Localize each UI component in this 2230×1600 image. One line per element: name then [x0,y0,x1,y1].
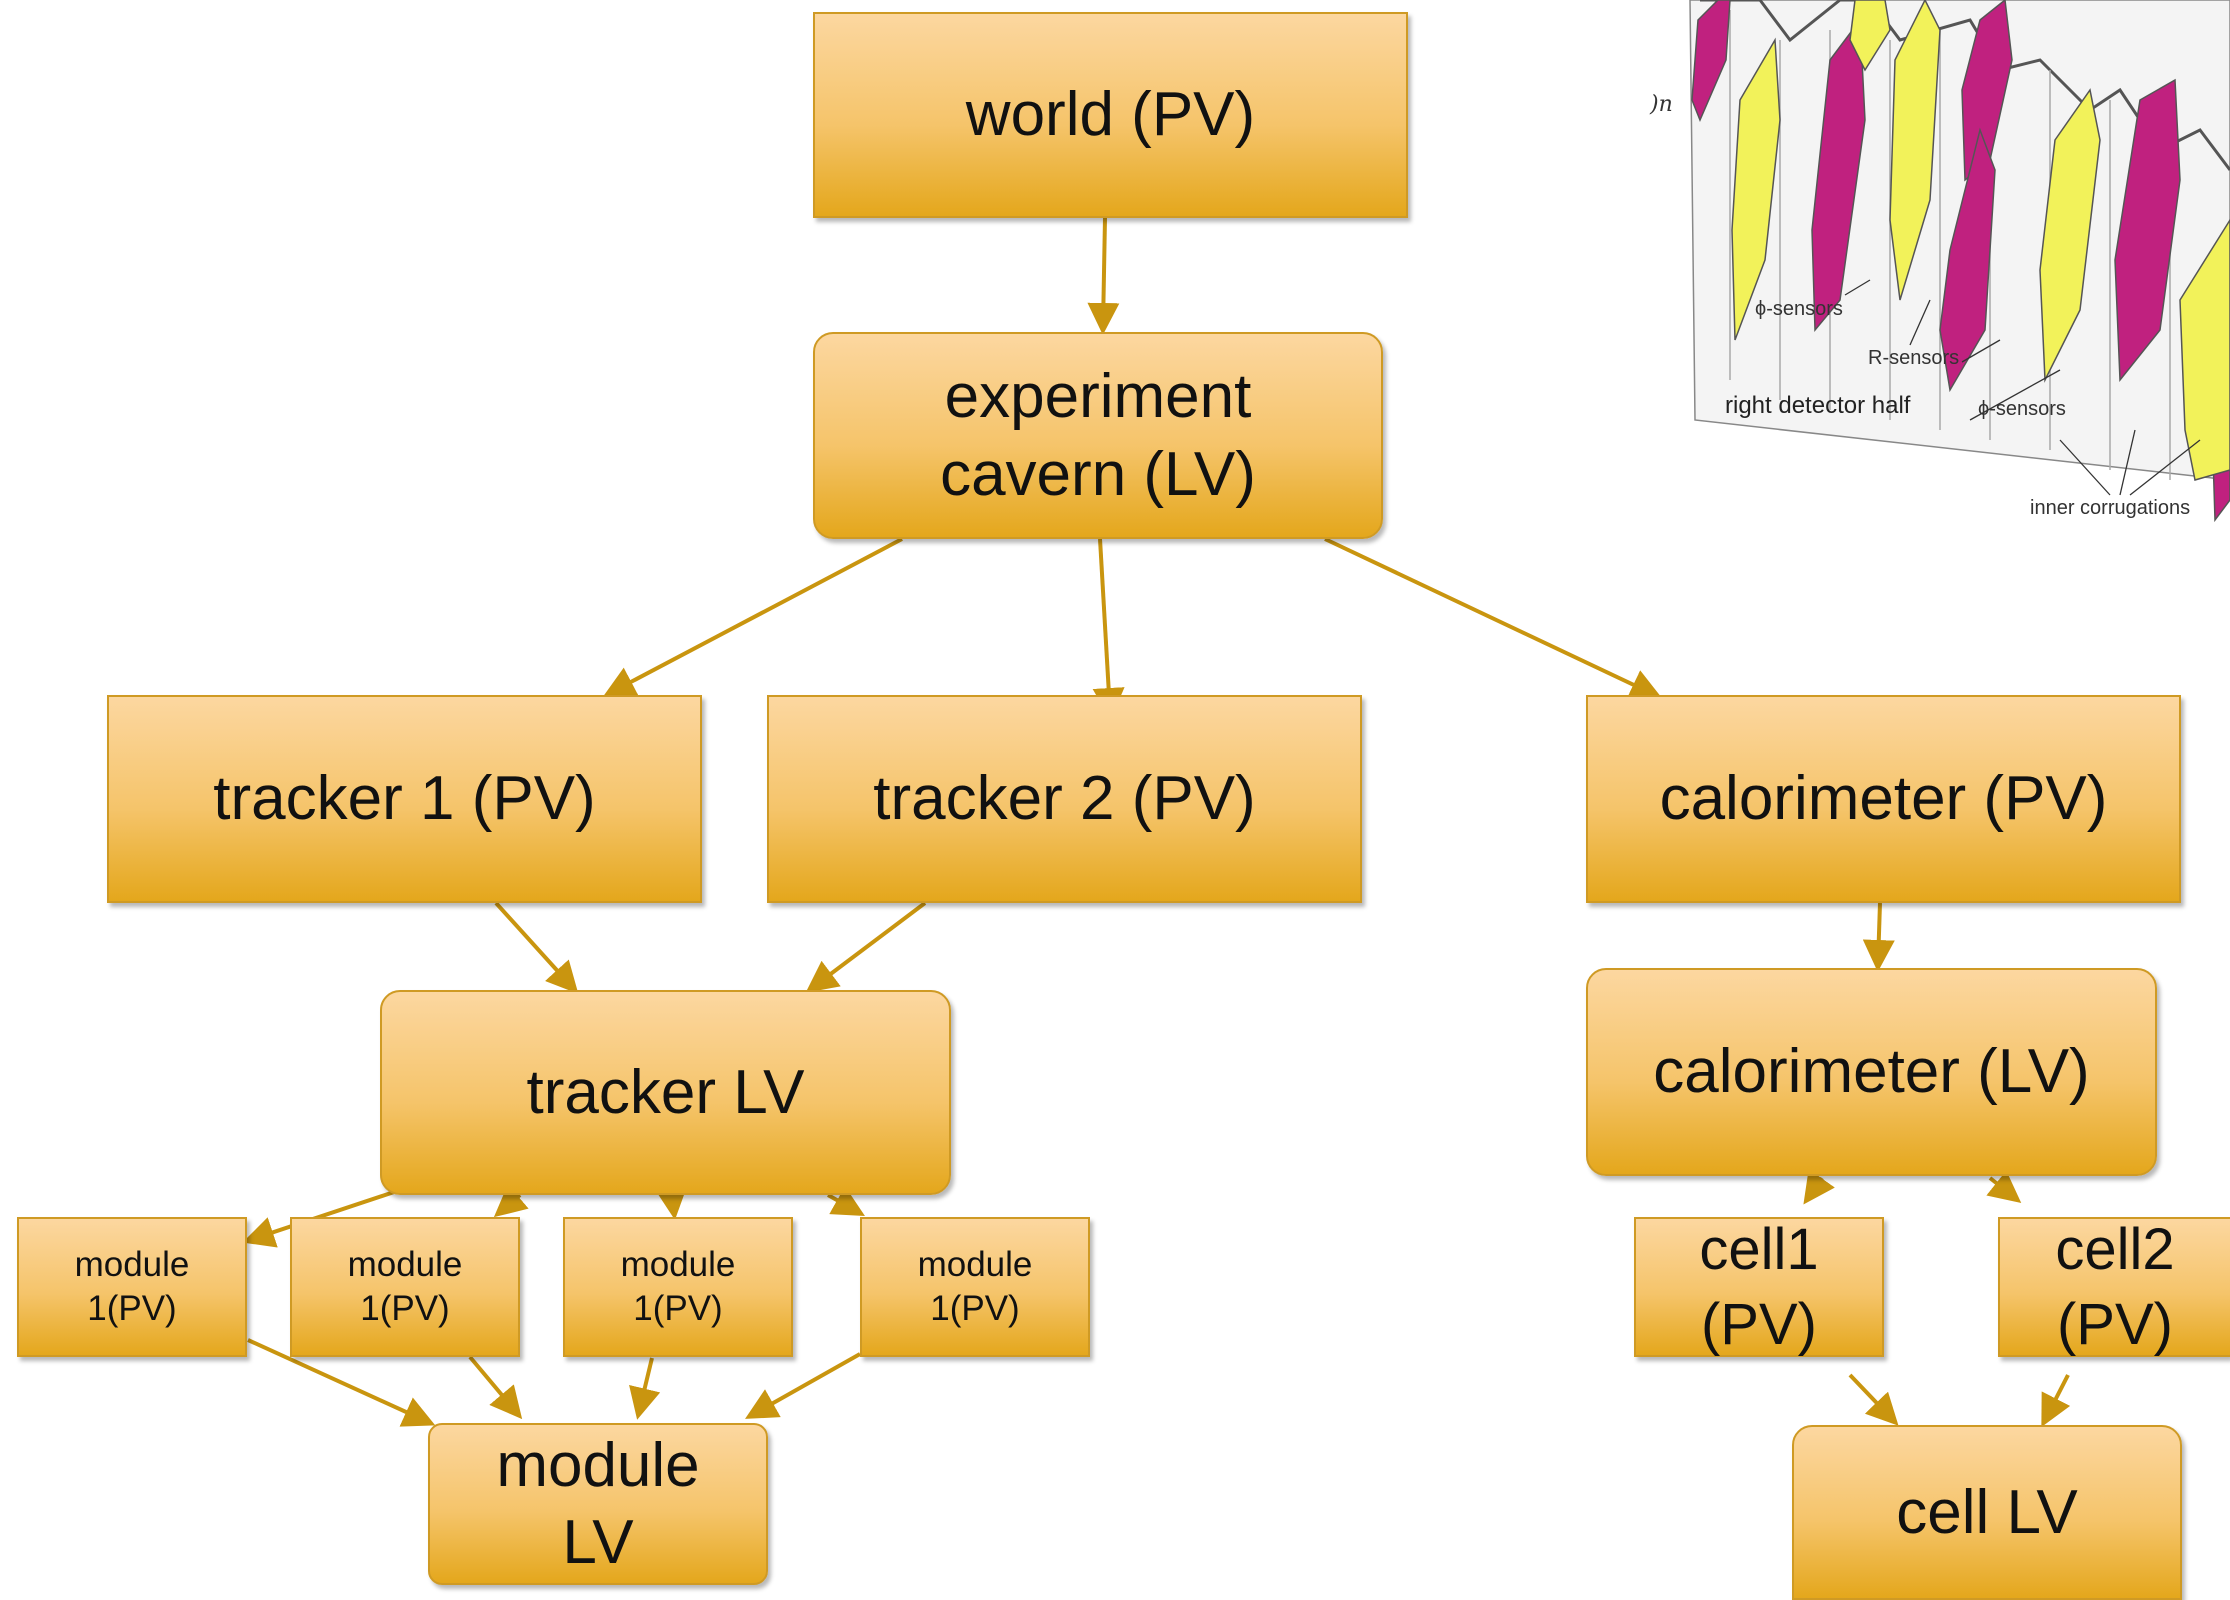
inset-phi-sensors-2: ϕ-sensors [1978,398,2066,420]
arrow-tracker2-trackerlv [805,901,927,993]
arrow-cell1-celllv [1848,1373,1899,1426]
arrow-calorimeterlv-cell2 [1986,1170,2022,1203]
inset-r-sensors: R-sensors [1868,347,1960,369]
experiment-cavern-lv-box: experiment cavern (LV) [813,332,1383,539]
arrow-calorimeter-calorimeterlv [1862,902,1895,972]
module-label-1: module 1(PV) [74,1245,190,1328]
arrow-trackerlv-module1 [242,1188,401,1248]
calorimeter-pv-box: calorimeter (PV) [1586,695,2181,903]
tracker-lv-label: tracker LV [526,1057,805,1127]
module-box-4: module 1(PV) [860,1217,1090,1357]
module-lv-box: module LV [428,1423,768,1585]
cell2-label: cell2 (PV) [2055,1216,2175,1357]
arrow-experiment-tracker1 [602,537,903,697]
experiment-cavern-label: experiment cavern (LV) [940,362,1256,509]
cell1-label: cell1 (PV) [1699,1216,1819,1357]
calorimeter-lv-label: calorimeter (LV) [1653,1037,2090,1107]
arrow-calorimeterlv-cell1 [1803,1169,1835,1205]
arrow-module4-modulelv [745,1352,861,1419]
arrow-experiment-tracker2 [1092,538,1125,720]
detector-drawing [1689,0,2230,523]
inset-phi-sensors-1: ϕ-sensors [1755,298,1843,320]
inset-right-detector-half: right detector half [1725,392,1911,419]
arrow-world-experiment [1087,217,1120,335]
cell-lv-label: cell LV [1896,1477,2078,1547]
arrow-cell2-celllv [2041,1374,2071,1428]
world-pv-box: world (PV) [813,12,1408,218]
inset-clipped-text: )n [1650,92,1673,117]
arrow-trackerlv-module3 [655,1186,688,1220]
inset-inner-corrugations: inner corrugations [2030,497,2191,519]
tracker2-label: tracker 2 (PV) [873,764,1256,834]
module-label-2: module 1(PV) [347,1245,463,1328]
module-lv-label: module LV [496,1430,700,1578]
cell-lv-box: cell LV [1792,1425,2182,1600]
module-box-3: module 1(PV) [563,1217,793,1357]
arrow-trackerlv-module2 [493,1184,529,1218]
arrow-experiment-calorimeter [1324,537,1663,700]
module-box-2: module 1(PV) [290,1217,520,1357]
tracker-lv-box: tracker LV [380,990,951,1195]
cell2-pv-box: cell2 (PV) [1998,1217,2230,1357]
module-label-4: module 1(PV) [917,1245,1033,1328]
arrow-module3-modulelv [629,1357,661,1420]
detector-inset-image: )n ϕ-sensors R-sensors right detector ha… [1640,0,2230,545]
tracker1-label: tracker 1 (PV) [213,764,596,834]
arrow-module2-modulelv [468,1355,523,1420]
module-box-1: module 1(PV) [17,1217,247,1357]
module-label-3: module 1(PV) [620,1245,736,1328]
arrow-tracker1-trackerlv [494,901,579,994]
cell1-pv-box: cell1 (PV) [1634,1217,1884,1357]
calorimeter-pv-label: calorimeter (PV) [1659,764,2108,834]
arrow-trackerlv-module4 [827,1186,865,1216]
world-pv-label: world (PV) [965,80,1256,150]
calorimeter-lv-box: calorimeter (LV) [1586,968,2157,1176]
tracker1-pv-box: tracker 1 (PV) [107,695,702,903]
tracker2-pv-box: tracker 2 (PV) [767,695,1362,903]
arrow-module1-modulelv [247,1338,436,1427]
